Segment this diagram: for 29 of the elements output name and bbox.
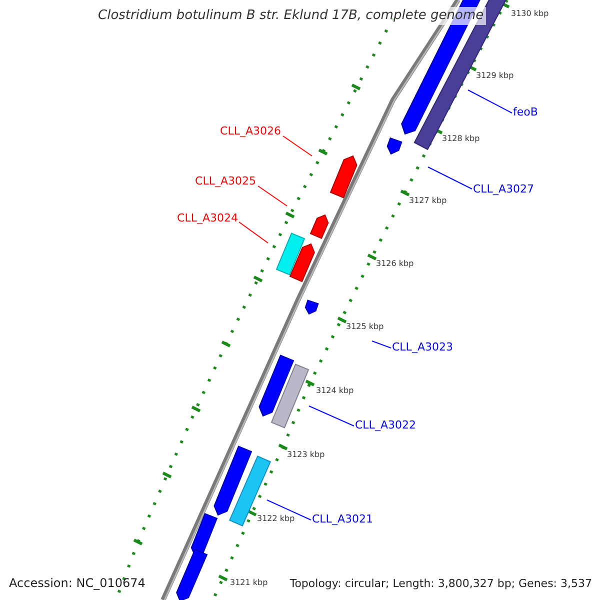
gene-label: feoB: [513, 106, 538, 118]
kbp-tick-label: 3124 kbp: [316, 386, 354, 396]
leader-line: [372, 340, 392, 348]
leader-line: [282, 136, 312, 156]
gene-label: CLL_A3026: [220, 124, 281, 138]
leader-line: [468, 90, 512, 114]
gene-label: CLL_A3024: [177, 212, 238, 224]
kbp-tick-label: 3121 kbp: [230, 578, 268, 588]
leader-line: [238, 222, 268, 244]
gene-label: CLL_A3027: [473, 182, 534, 196]
leader-line: [258, 186, 288, 206]
leader-line: [308, 406, 354, 426]
kbp-tick-label: 3123 kbp: [287, 450, 325, 460]
accession-text: Accession: NC_010674: [9, 575, 146, 591]
kbp-tick-label: 3126 kbp: [376, 259, 414, 269]
gene-label: CLL_A3022: [355, 418, 416, 432]
gene-label: CLL_A3021: [312, 512, 373, 526]
kbp-tick-label: 3122 kbp: [257, 514, 295, 524]
kbp-tick-label: 3128 kbp: [442, 134, 480, 144]
title: Clostridium botulinum B str. Eklund 17B, complete genome: [96, 7, 486, 25]
leader-line: [266, 500, 312, 520]
gene-label: CLL_A3023: [392, 340, 453, 354]
genome-stats-text: Topology: circular; Length: 3,800,327 bp; Genes: 3,537: [290, 576, 592, 591]
kbp-tick-label: 3129 kbp: [476, 71, 514, 81]
kbp-tick-label: 3125 kbp: [346, 322, 384, 332]
kbp-tick-label: 3127 kbp: [409, 196, 447, 206]
leader-line: [428, 166, 472, 190]
kbp-tick-label: 3130 kbp: [511, 9, 549, 19]
gene-label: CLL_A3025: [195, 174, 256, 188]
